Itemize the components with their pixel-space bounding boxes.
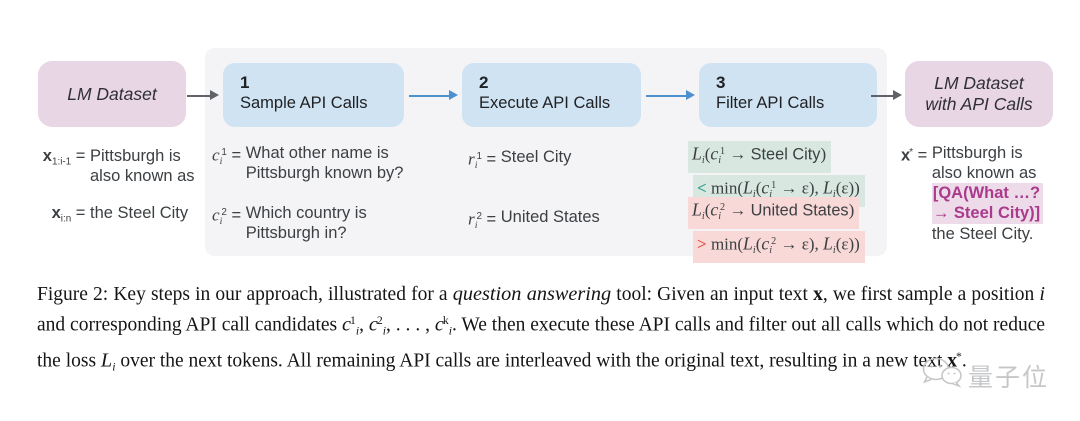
step-2-label: Execute API Calls	[479, 94, 611, 112]
input-suffix-text: the Steel City	[90, 204, 189, 222]
output-api-call-highlight: [QA(What …? → Steel City)]	[931, 183, 1044, 224]
qbitai-watermark: 量子位	[921, 356, 1049, 395]
api-call-2-text: Which country is Pittsburgh in?	[245, 204, 367, 242]
output-text-post: the Steel City.	[931, 225, 1034, 243]
math-x-suffix: xi:n =	[51, 204, 90, 225]
math-r1: ri1 =	[468, 149, 501, 171]
input-suffix-row: xi:n = the Steel City	[28, 203, 189, 229]
output-text: Pittsburgh is also known as [QA(What …? …	[931, 143, 1044, 244]
arrow-step3-to-output-icon	[871, 90, 902, 101]
api-result-2-row: ri2 = United States	[468, 207, 600, 236]
output-text-pre: Pittsburgh is also known as	[931, 144, 1037, 182]
api-result-1-text: Steel City	[500, 148, 572, 166]
math-r2: ri2 =	[468, 209, 501, 231]
figure-caption: Figure 2: Key steps in our approach, ill…	[37, 283, 1046, 374]
step-2-execute-box: 2 Execute API Calls	[462, 63, 641, 127]
step-1-label: Sample API Calls	[240, 94, 368, 112]
step-3-filter-box: 3 Filter API Calls	[699, 63, 877, 127]
step-3-number: 3	[716, 73, 726, 92]
watermark-text: 量子位	[968, 363, 1050, 392]
filter-reject-formula: Li(ci2 → United States) > min(Li(ci2 → ε…	[688, 197, 865, 265]
qa-call-text: [QA(What …? → Steel City)]	[931, 183, 1044, 224]
api-call-1-row: ci1 = What other name is Pittsburgh know…	[212, 143, 403, 183]
output-text-row: x* = Pittsburgh is also known as [QA(Wha…	[901, 143, 1044, 244]
filter-accept-line1: Li(ci1 → Steel City)	[688, 141, 865, 174]
arrow-step1-to-step2-icon	[409, 90, 458, 101]
input-prefix-text: Pittsburgh is also known as	[90, 147, 195, 185]
api-call-2-row: ci2 = Which country is Pittsburgh in?	[212, 203, 367, 243]
filter-reject-line2: > min(Li(ci2 → ε), Li(ε))	[693, 231, 865, 264]
lm-dataset-with-api-calls-box: LM Dataset with API Calls	[905, 61, 1053, 127]
step-3-label: Filter API Calls	[716, 94, 825, 112]
lm-dataset-with-api-calls-label: LM Dataset with API Calls	[925, 73, 1033, 114]
step-1-number: 1	[240, 73, 250, 92]
lm-dataset-box: LM Dataset	[38, 61, 186, 127]
math-c2: ci2 =	[212, 205, 246, 227]
input-prefix-row: x1:i-1 = Pittsburgh is also known as	[28, 146, 195, 186]
api-call-1-text: What other name is Pittsburgh known by?	[245, 144, 404, 182]
step-1-sample-box: 1 Sample API Calls	[223, 63, 404, 127]
wechat-bubbles-icon	[921, 356, 963, 395]
step-2-number: 2	[479, 73, 489, 92]
arrow-step2-to-step3-icon	[646, 90, 695, 101]
math-c1: ci1 =	[212, 145, 246, 167]
math-x-star: x* =	[901, 146, 932, 165]
arrow-input-to-step1-icon	[187, 90, 219, 101]
filter-reject-line1: Li(ci2 → United States)	[688, 197, 865, 230]
api-result-1-row: ri1 = Steel City	[468, 147, 571, 176]
math-x-prefix: x1:i-1 =	[42, 147, 90, 168]
lm-dataset-label: LM Dataset	[67, 83, 157, 104]
api-result-2-text: United States	[500, 208, 600, 226]
